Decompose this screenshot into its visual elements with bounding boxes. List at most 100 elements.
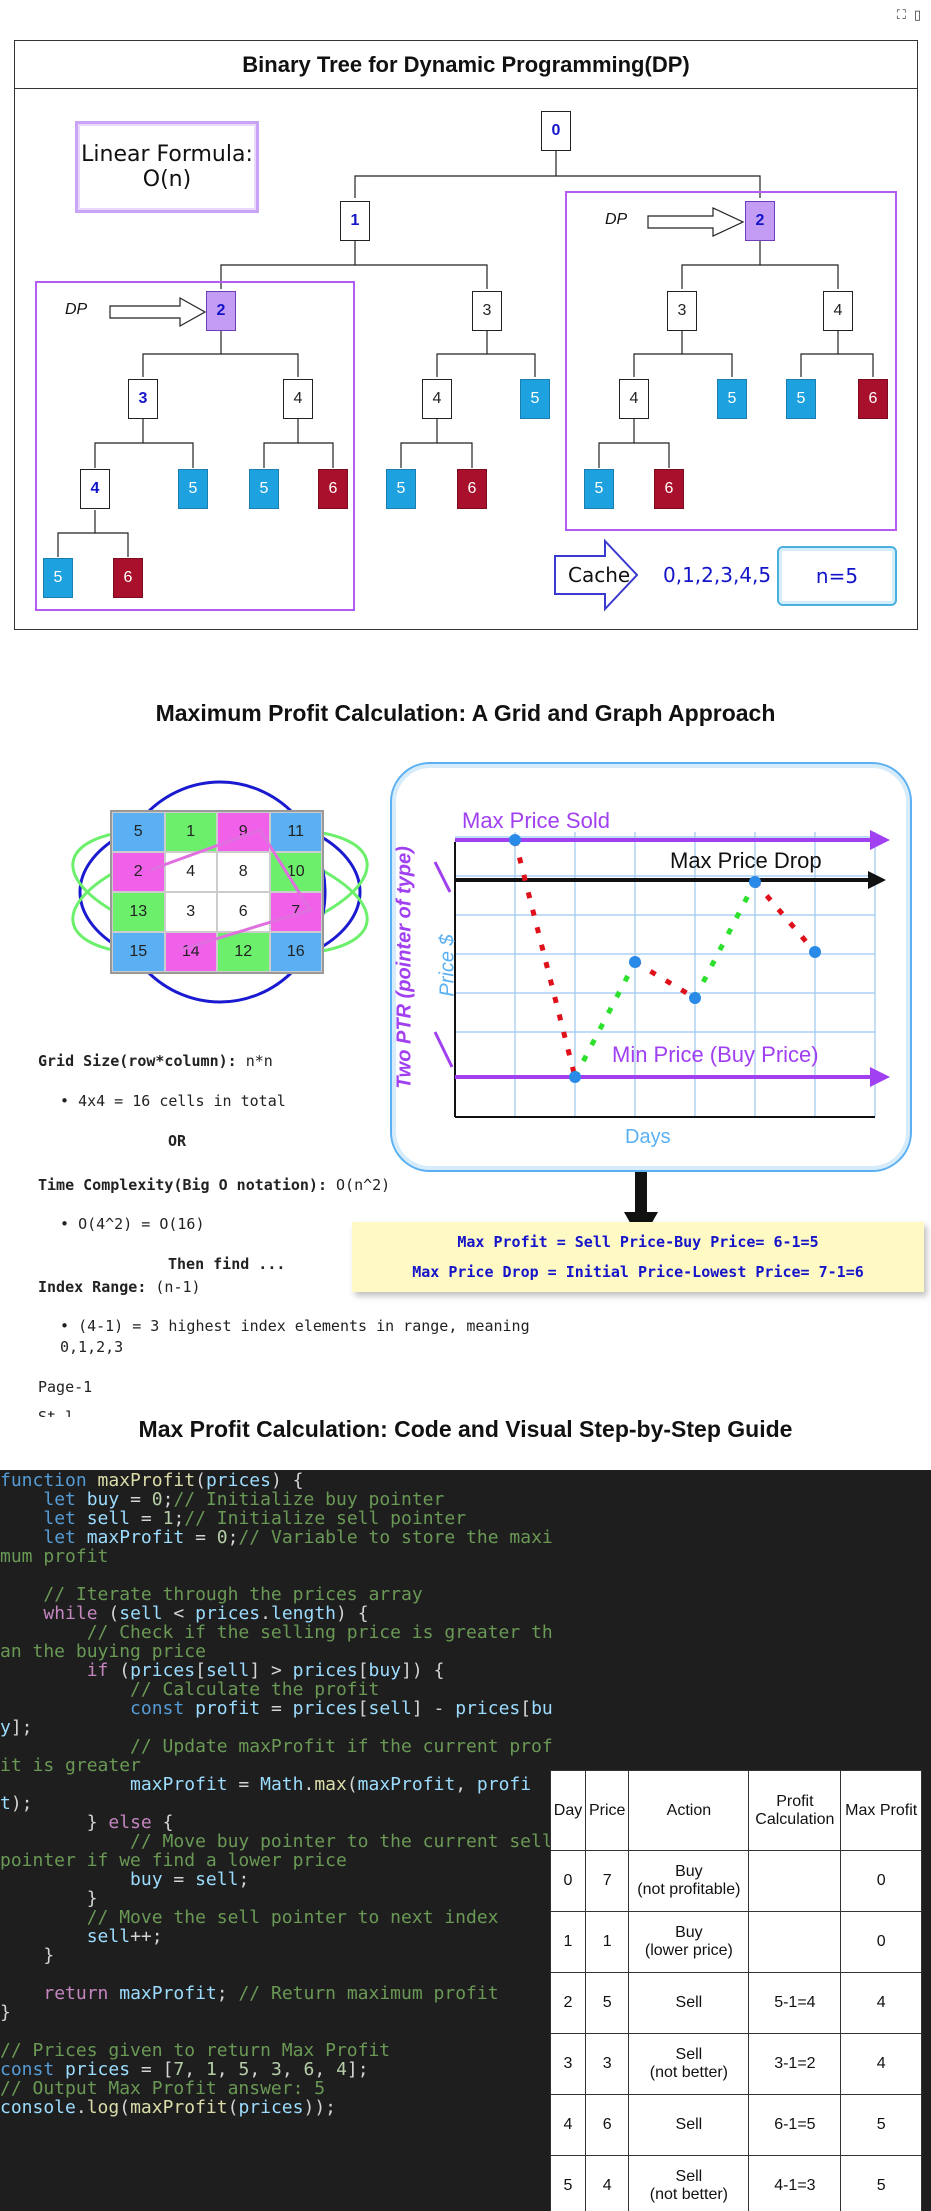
table-cell: 5 — [840, 2155, 922, 2211]
profit-table: Day Price Action Profit Calculation Max … — [550, 1770, 922, 2211]
linear-formula-value: O(n) — [142, 167, 192, 192]
table-cell: 4 — [840, 1972, 922, 2034]
tree-node-leaf: 5 — [717, 379, 747, 419]
tree-node-leaf-red: 6 — [858, 379, 888, 419]
table-cell: 2 — [550, 1972, 586, 2034]
index-example-item: • (4-1) = 3 highest index elements in ra… — [60, 1317, 530, 1356]
grid-cell: 14 — [164, 932, 217, 972]
tree-node: 4 — [422, 379, 452, 419]
toolbar: ⛶ ▯ — [897, 8, 921, 23]
tree-node: 4 — [283, 379, 313, 419]
grid-cell: 4 — [164, 852, 217, 892]
grid-cell: 8 — [217, 852, 270, 892]
table-cell: 4-1=3 — [748, 2155, 842, 2211]
grid-cell: 1 — [164, 812, 217, 852]
table-cell: 7 — [584, 1850, 630, 1912]
table-cell: 0 — [840, 1911, 922, 1973]
tree-node-leaf: 5 — [786, 379, 816, 419]
time-label: Time Complexity(Big O notation): — [38, 1176, 327, 1194]
grid-cell: 12 — [217, 932, 270, 972]
tree-node: 3 — [667, 291, 697, 331]
table-cell: 3 — [550, 2033, 586, 2095]
table-cell — [748, 1850, 842, 1912]
page-label: Page-1 — [38, 1378, 93, 1396]
tree-node-leaf-red: 6 — [457, 469, 487, 509]
tree-node-leaf: 5 — [178, 469, 208, 509]
cells-total: 4x4 = 16 cells in total — [78, 1092, 286, 1110]
cache-label: Cache — [568, 563, 631, 587]
time-line: Time Complexity(Big O notation): O(n^2) — [38, 1176, 390, 1194]
grid-size-label: Grid Size(row*column): — [38, 1052, 237, 1070]
profit-note: Max Profit = Sell Price-Buy Price= 6-1=5… — [352, 1222, 924, 1292]
table-cell: 0 — [840, 1850, 922, 1912]
tree-node: 0 — [541, 111, 571, 151]
table-header: Max Profit — [840, 1770, 922, 1851]
grid-size-value: n*n — [245, 1052, 273, 1070]
tree-node: 3 — [128, 379, 158, 419]
table-header: Price — [584, 1770, 630, 1851]
grid-cell: 3 — [164, 892, 217, 932]
grid-cell: 16 — [269, 932, 322, 972]
table-cell: 6-1=5 — [748, 2094, 842, 2156]
table-cell: Sell (not better) — [628, 2155, 750, 2211]
n-label: n=5 — [815, 564, 859, 588]
table-cell: 4 — [550, 2094, 586, 2156]
cache-values: 0,1,2,3,4,5 — [663, 563, 772, 587]
min-price-label: Min Price (Buy Price) — [612, 1042, 819, 1067]
profit-note-line2: Max Price Drop = Initial Price-Lowest Pr… — [412, 1263, 864, 1281]
max-price-drop-label: Max Price Drop — [670, 848, 822, 873]
cut-text: St l — [38, 1408, 75, 1417]
then-find: Then find ... — [168, 1255, 286, 1273]
tree-connectors — [57, 151, 874, 612]
table-cell: 5 — [550, 2155, 586, 2211]
tree-node-leaf: 5 — [520, 379, 550, 419]
table-cell: 5 — [584, 1972, 630, 2034]
dp-arrow-right — [647, 207, 745, 237]
tree-node-dp: 2 — [206, 291, 236, 331]
tree-node: 3 — [472, 291, 502, 331]
tree-node: 4 — [80, 469, 110, 509]
table-cell: 5-1=4 — [748, 1972, 842, 2034]
grid-section-title: Maximum Profit Calculation: A Grid and G… — [155, 700, 776, 726]
tree-panel: Binary Tree for Dynamic Programming(DP) — [14, 40, 918, 630]
index-value: (n-1) — [155, 1278, 201, 1296]
table-cell: Sell (not better) — [628, 2033, 750, 2095]
tree-node-leaf: 5 — [584, 469, 614, 509]
tree-node-leaf: 5 — [386, 469, 416, 509]
grid-cell: 6 — [217, 892, 270, 932]
window-icon[interactable]: ▯ — [913, 8, 921, 23]
table-cell: 5 — [840, 2094, 922, 2156]
index-label: Index Range: — [38, 1278, 147, 1296]
tree-node-dp: 2 — [745, 201, 775, 241]
table-cell: 4 — [840, 2033, 922, 2095]
expand-icon[interactable]: ⛶ — [896, 8, 906, 23]
tree-node: 4 — [823, 291, 853, 331]
grid-cell: 13 — [112, 892, 165, 932]
time-value: O(n^2) — [336, 1176, 391, 1194]
profit-note-line1: Max Profit = Sell Price-Buy Price= 6-1=5 — [457, 1233, 819, 1251]
cells-total-item: • 4x4 = 16 cells in total — [60, 1092, 286, 1110]
tree-node: 1 — [340, 201, 370, 241]
table-cell: 1 — [584, 1911, 630, 1973]
tree-node-leaf-red: 6 — [654, 469, 684, 509]
table-cell: 6 — [584, 2094, 630, 2156]
table-cell: Sell — [628, 1972, 750, 2034]
table-cell: 1 — [550, 1911, 586, 1973]
price-axis-label: Price $ — [436, 934, 459, 997]
grid-cell: 15 — [112, 932, 165, 972]
tree-node: 4 — [619, 379, 649, 419]
two-ptr-label: Two PTR (pointer of type) — [393, 846, 416, 1089]
cache-arrow — [554, 538, 639, 612]
table-cell: 3-1=2 — [748, 2033, 842, 2095]
time-example: O(4^2) = O(16) — [78, 1215, 205, 1233]
table-cell: Sell — [628, 2094, 750, 2156]
grid-cell: 2 — [112, 852, 165, 892]
table-cell: 4 — [584, 2155, 630, 2211]
table-cell: 3 — [584, 2033, 630, 2095]
number-grid: 5 1 9 11 2 4 8 10 13 3 6 7 15 14 12 16 — [110, 810, 324, 974]
linear-formula-box: Linear Formula: O(n) — [75, 121, 259, 213]
